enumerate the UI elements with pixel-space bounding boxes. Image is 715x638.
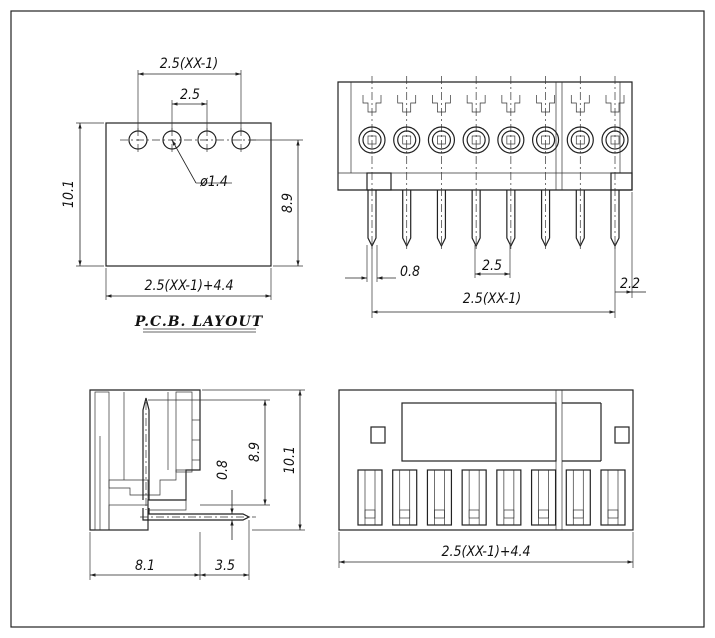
front-contact-screw (367, 135, 377, 145)
front-contact-ring (566, 126, 594, 154)
front-latch-tab (536, 95, 555, 113)
front-contact-ring (358, 126, 386, 154)
top-slot-screw (503, 509, 515, 519)
top-slot-screw (434, 509, 445, 519)
top-slots (357, 469, 626, 526)
front-pin (436, 190, 447, 248)
front-pins (358, 76, 629, 250)
front-contact-inner (362, 130, 382, 150)
front-pin (402, 190, 412, 248)
front-pin (540, 190, 551, 248)
front-contact-screw (437, 135, 446, 145)
pcb-dim-row: 8.9 (280, 193, 296, 213)
top-slot-screw (538, 509, 549, 519)
side-dim-pin: 0.8 (215, 460, 231, 480)
pcb-outline (105, 122, 272, 267)
top-view (338, 389, 634, 568)
top-latch-right (614, 426, 630, 444)
front-contact-screw (541, 135, 550, 145)
top-slot-screw (607, 509, 619, 519)
top-slot (357, 469, 383, 526)
pcb-dim-hole: ø1.4 (199, 174, 228, 190)
front-latch-tab (570, 95, 590, 113)
top-window (401, 402, 557, 462)
side-dim-depth: 8.1 (135, 558, 155, 574)
front-contact-ring (601, 126, 629, 154)
top-latch-left (370, 426, 386, 444)
top-slot (392, 469, 418, 526)
front-latch-tab (362, 95, 382, 113)
front-contact-screw (506, 135, 516, 145)
front-pin (471, 190, 481, 248)
front-contact-inner (570, 130, 590, 150)
pcb-dim-pitch: 2.5 (180, 87, 200, 103)
front-contact-screw (471, 135, 481, 145)
front-latch-tab (432, 95, 451, 113)
front-view (337, 76, 646, 318)
side-dim-height: 10.1 (282, 446, 298, 474)
front-contact-inner (501, 130, 521, 150)
top-slot (496, 469, 522, 526)
drawing-frame (10, 10, 705, 628)
front-dim-pin-width: 0.8 (400, 264, 420, 280)
top-body (338, 389, 634, 531)
front-contact-inner (397, 130, 417, 150)
pcb-dim-pitch-span: 2.5(XX-1) (160, 56, 218, 72)
front-contact-ring (393, 126, 421, 154)
front-pin (575, 190, 585, 248)
front-dim-span: 2.5(XX-1) (463, 291, 521, 307)
top-slot-screw (468, 509, 480, 519)
pcb-layout-title: P.C.B. LAYOUT (134, 314, 264, 330)
pcb-layout-view (76, 70, 303, 333)
top-dim-width: 2.5(XX-1)+4.4 (442, 544, 531, 560)
side-dim-inner-height: 8.9 (247, 442, 263, 462)
front-contact-screw (402, 135, 412, 145)
top-slot (461, 469, 487, 526)
front-contact-ring (427, 126, 456, 154)
front-latch-tab (397, 95, 417, 113)
front-contact-ring (462, 126, 490, 154)
front-latch-tab (466, 95, 486, 113)
front-latch-tab (605, 95, 625, 113)
side-view (89, 389, 305, 580)
side-dim-pin-extend: 3.5 (215, 558, 235, 574)
front-pin (506, 190, 516, 248)
front-contact-inner (535, 130, 556, 150)
front-contact-ring (497, 126, 525, 154)
top-slot (565, 469, 591, 526)
front-contact-screw (610, 135, 620, 145)
front-contact-inner (605, 130, 625, 150)
front-latch-tab (501, 95, 521, 113)
front-contact-screw (575, 135, 585, 145)
pcb-dim-width: 2.5(XX-1)+4.4 (145, 278, 234, 294)
side-body (89, 389, 201, 531)
top-slot-screw (399, 509, 411, 519)
front-contact-inner (431, 130, 452, 150)
top-slot (600, 469, 626, 526)
pcb-dim-height: 10.1 (61, 180, 77, 208)
top-slot (426, 469, 453, 526)
top-slot-screw (572, 509, 584, 519)
top-slot-screw (364, 509, 376, 519)
front-contact-ring (531, 126, 560, 154)
front-dim-pitch: 2.5 (482, 258, 502, 274)
front-dim-edge: 2.2 (620, 276, 640, 292)
front-contact-inner (466, 130, 486, 150)
top-slot (530, 469, 557, 526)
side-pin-vertical (142, 397, 150, 500)
